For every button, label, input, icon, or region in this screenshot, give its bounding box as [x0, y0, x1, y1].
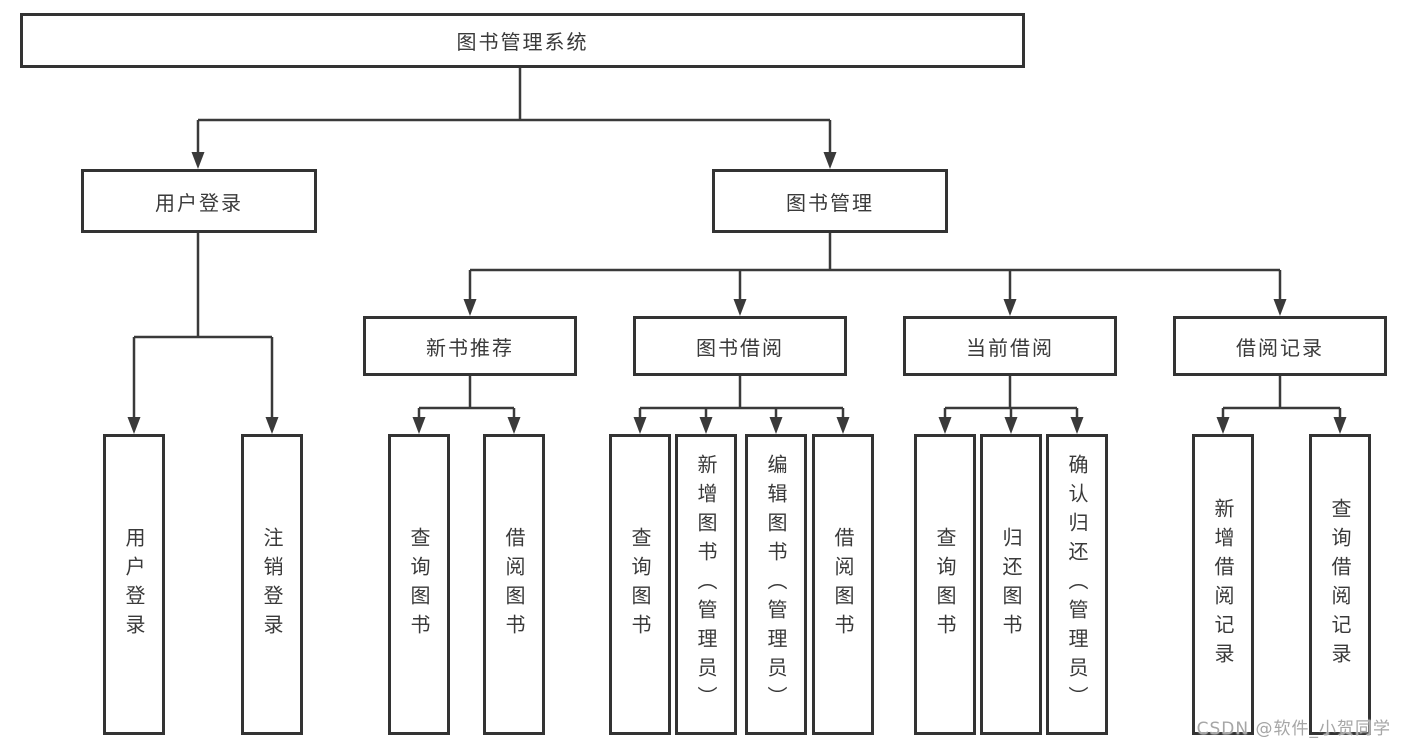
- leaf-current-query-books: 查询图书: [914, 434, 976, 735]
- leaf-borrowing-query-books: 查询图书: [609, 434, 671, 735]
- leaf-borrowing-edit-books-admin: 编辑图书（管理员）: [745, 434, 807, 735]
- connector-book-borrowing-to-leaves: [633, 376, 850, 434]
- connector-book-management-to-level3: [463, 233, 1287, 316]
- node-root: 图书管理系统: [20, 13, 1025, 68]
- connector-root-to-level2: [191, 68, 837, 169]
- node-user-login: 用户登录: [81, 169, 317, 233]
- watermark-text: CSDN @软件_小贺同学: [1196, 719, 1391, 739]
- leaf-records-query-record: 查询借阅记录: [1309, 434, 1371, 735]
- connector-new-book-recommend-to-leaves: [412, 376, 521, 434]
- leaf-current-return-books: 归还图书: [980, 434, 1042, 735]
- node-current-borrowing: 当前借阅: [903, 316, 1117, 376]
- leaf-recommend-query-books: 查询图书: [388, 434, 450, 735]
- node-new-book-recommend: 新书推荐: [363, 316, 577, 376]
- leaf-recommend-borrow-books: 借阅图书: [483, 434, 545, 735]
- connector-current-borrowing-to-leaves: [938, 376, 1084, 434]
- leaf-current-confirm-return-admin: 确认归还（管理员）: [1046, 434, 1108, 735]
- node-book-borrowing: 图书借阅: [633, 316, 847, 376]
- node-book-management: 图书管理: [712, 169, 948, 233]
- node-borrowing-records: 借阅记录: [1173, 316, 1387, 376]
- leaf-user-login: 用户登录: [103, 434, 165, 735]
- leaf-borrowing-add-books-admin: 新增图书（管理员）: [675, 434, 737, 735]
- connector-user-login-to-leaves: [127, 233, 279, 434]
- leaf-borrowing-borrow-books: 借阅图书: [812, 434, 874, 735]
- leaf-records-add-record: 新增借阅记录: [1192, 434, 1254, 735]
- connector-borrowing-records-to-leaves: [1216, 376, 1347, 434]
- leaf-logout: 注销登录: [241, 434, 303, 735]
